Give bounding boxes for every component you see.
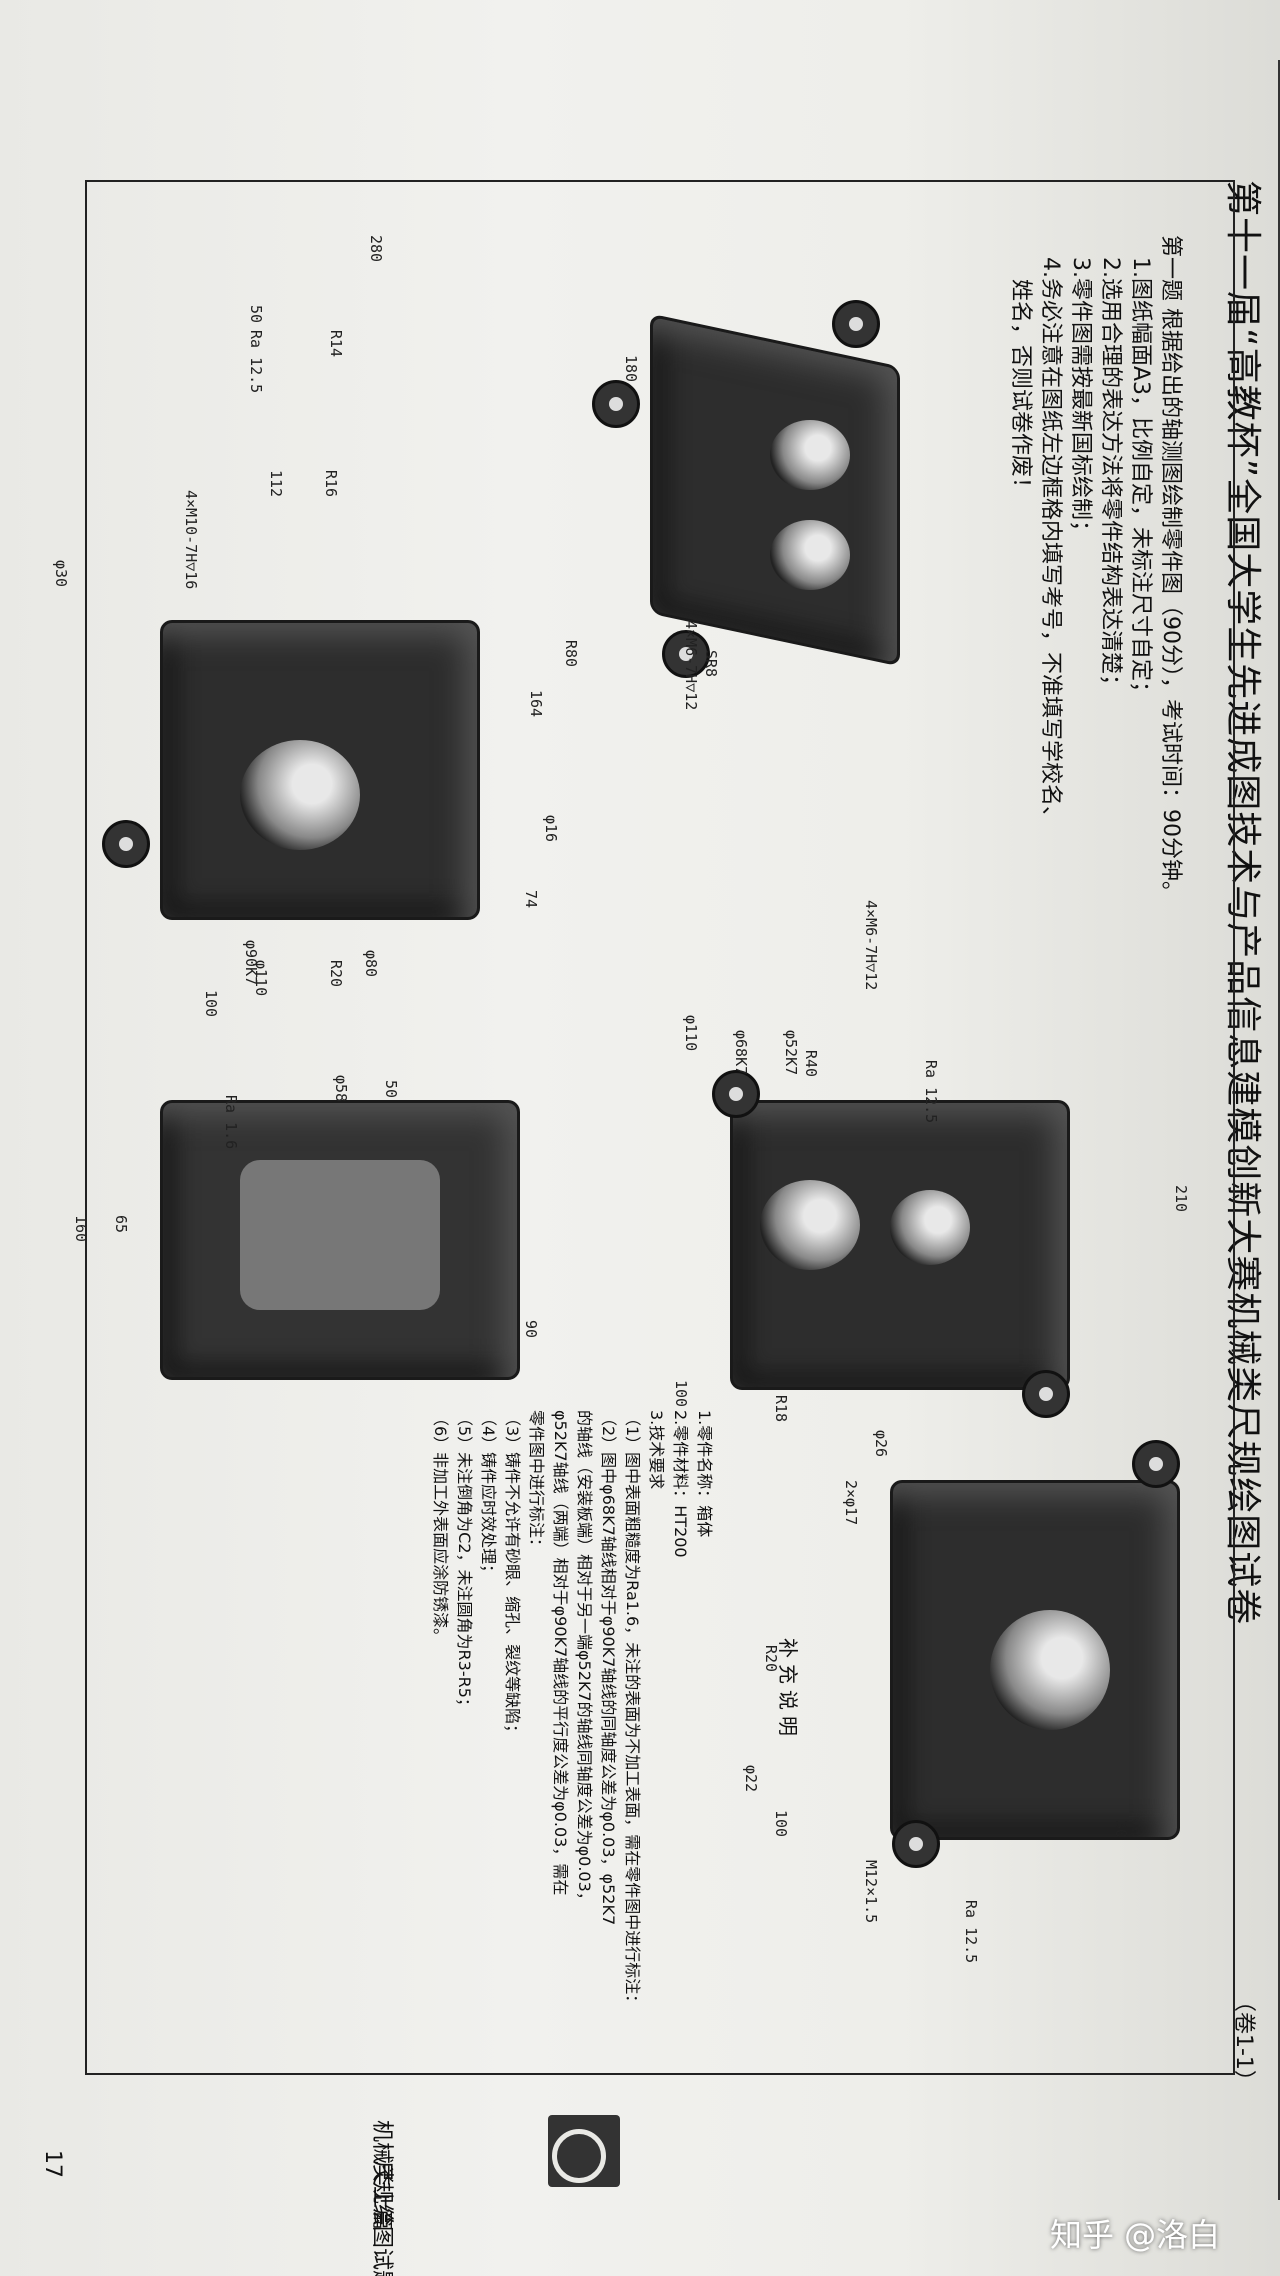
bore-hole: [240, 740, 360, 850]
dim-label: 30: [1112, 1820, 1130, 1839]
dim-label: R16: [322, 470, 340, 498]
note-line: 3.技术要求: [647, 1410, 666, 1490]
dim-label: φ30: [52, 560, 70, 588]
dim-label: 210: [1172, 1185, 1190, 1213]
dim-label: 90: [522, 1320, 540, 1339]
supplementary-notes: 补充说明 1.零件名称：箱体 2.零件材料：HT200 3.技术要求 （1）图中…: [428, 1410, 800, 2011]
mounting-lug: [1022, 1370, 1070, 1418]
dim-label: φ22: [742, 1765, 760, 1793]
dim-label: 74: [522, 890, 540, 909]
task-instructions: 第一题 根据给出的轴测图绘制零件图（90分），考试时间：90分钟。 1.图纸幅面…: [1005, 235, 1185, 955]
notes-title: 补充说明: [776, 1638, 800, 1742]
task-line: 3.零件图需按最新国标绘制；: [1068, 257, 1093, 542]
mounting-lug: [102, 820, 150, 868]
mounting-lug: [1132, 1440, 1180, 1488]
box-body: [650, 313, 900, 667]
note-line: （5）未注倒角为C2，未注圆角为R3-R5；: [455, 1410, 474, 1714]
dim-label: Ra 12.5: [962, 1900, 980, 1964]
task-line: 1.图纸幅面A3，比例自定，未标注尺寸自定；: [1128, 257, 1153, 704]
publisher-logo: [548, 2115, 620, 2187]
dim-label: φ58: [332, 1075, 350, 1103]
dim-label: 100: [772, 1810, 790, 1838]
bore-hole: [890, 1190, 970, 1265]
task-line: 姓名，否则试卷作废！: [1008, 279, 1033, 500]
bore-hole: [770, 420, 850, 490]
dim-label: 4×M6-7H▽12: [862, 900, 880, 991]
dim-label: φ26: [872, 1430, 890, 1458]
isometric-view-5: [820, 1440, 1220, 1900]
dim-label: SR8: [702, 650, 720, 678]
dim-label: 180: [622, 355, 640, 383]
dim-label: Ra 12.5: [922, 1060, 940, 1124]
isometric-view-2: [100, 620, 520, 1020]
note-line: φ52K7轴线（两端）相对于φ90K7轴线的平行度公差为φ0.03，需在: [551, 1410, 570, 1896]
dim-label: φ52K7: [782, 1030, 800, 1076]
mounting-lug: [832, 300, 880, 348]
dim-label: φ80: [362, 950, 380, 978]
mounting-lug: [592, 380, 640, 428]
task-line: 2.选用合理的表达方法将零件结构表达清楚；: [1098, 257, 1123, 696]
dim-label: φ110: [682, 1015, 700, 1052]
dim-label: 112: [267, 470, 285, 498]
book-subtitle: 尺规绘图试题: [369, 2160, 394, 2276]
dim-label: 65: [112, 1215, 130, 1234]
dim-label: 4×M6-7H▽12: [682, 620, 700, 711]
page-number: 17: [40, 2150, 65, 2178]
section-cavity: [240, 1160, 440, 1310]
section-view: [100, 1080, 560, 1420]
bore-hole: [770, 520, 850, 590]
dim-label: R20: [327, 960, 345, 988]
note-line: （4）铸件应时效处理；: [479, 1410, 498, 1581]
isometric-view-1: [580, 260, 940, 680]
note-line: 零件图中进行标注：: [527, 1410, 546, 1555]
note-line: （2）图中φ68K7轴线相对于φ90K7轴线的同轴度公差为φ0.03，φ52K7: [599, 1410, 618, 1926]
note-line: 的轴线（安装板端）相对于另一端φ52K7的轴线同轴度公差为φ0.03，: [575, 1410, 594, 1908]
dim-label: 4×M10-7H▽16: [182, 490, 200, 590]
dim-label: 100: [202, 990, 220, 1018]
dim-label: R14: [327, 330, 345, 358]
dim-label: Ra 1.6: [222, 1095, 240, 1150]
dim-label: 160: [72, 1215, 90, 1243]
mounting-lug: [712, 1070, 760, 1118]
dim-label: 280: [367, 235, 385, 263]
dim-label: 100: [672, 1380, 690, 1408]
dim-label: 164: [527, 690, 545, 718]
note-line: 1.零件名称：箱体: [695, 1410, 714, 1538]
dim-label: R20: [762, 1645, 780, 1673]
note-line: （1）图中表面粗糙度为Ra1.6，未注的表面为不加工表面，需在零件图中进行标注：: [623, 1410, 642, 2011]
dim-label: φ68K7: [732, 1030, 750, 1076]
dim-label: M12×1.5: [862, 1860, 880, 1924]
dim-label: 50: [382, 1080, 400, 1099]
watermark: 知乎 @洛白: [1050, 2216, 1221, 2254]
dim-label: 2×φ17: [842, 1480, 860, 1526]
note-line: 2.零件材料：HT200: [671, 1410, 690, 1558]
dim-label: 50: [247, 305, 265, 324]
isometric-view-4: [660, 1060, 1130, 1440]
dim-label: Ra 12.5: [247, 330, 265, 394]
dim-label: φ16: [542, 815, 560, 843]
task-line: 4.务必注意在图纸左边框格内填写考号，不准填写学校名、: [1038, 257, 1063, 828]
bore-hole: [760, 1180, 860, 1270]
bore-hole: [990, 1610, 1110, 1730]
note-line: （3）铸件不允许有砂眼、缩孔、裂纹等缺陷；: [503, 1410, 522, 1741]
dim-label: R40: [802, 1050, 820, 1078]
dim-label: φ110: [252, 960, 270, 997]
mounting-lug: [892, 1820, 940, 1868]
task-line: 第一题 根据给出的轴测图绘制零件图（90分），考试时间：90分钟。: [1158, 235, 1183, 903]
dim-label: R80: [562, 640, 580, 668]
note-line: （6）非加工外表面应涂防锈漆。: [431, 1410, 450, 1645]
